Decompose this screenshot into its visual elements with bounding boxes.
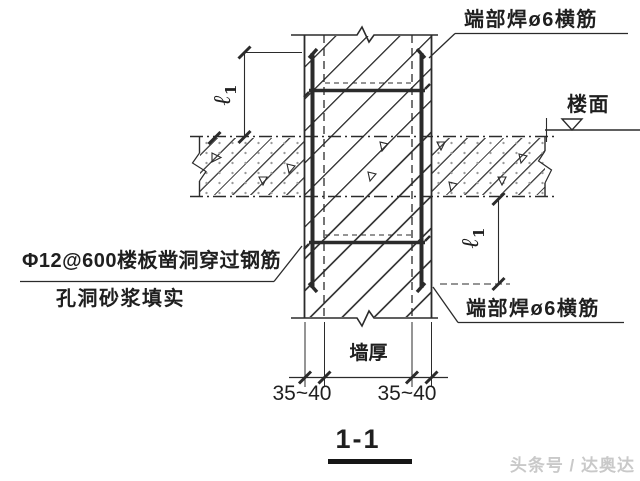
bar-length-label-left: ℓ1: [207, 84, 240, 106]
section-title: 1-1: [335, 424, 381, 454]
vertical-rebar-left: [307, 47, 319, 294]
dimension-l1-right: [440, 191, 510, 292]
floor-level-label: 楼面: [567, 94, 610, 116]
callout-left-line2: 孔洞砂浆填实: [56, 288, 185, 310]
floor-level-symbol: [545, 118, 640, 142]
callout-top-right: 端部焊ø6横筋: [464, 9, 598, 31]
callout-leaders: [20, 32, 628, 324]
tie-bar-top: [303, 82, 431, 98]
floor-slab-hatch-left: [200, 138, 304, 195]
dimension-l1-left: [207, 45, 302, 146]
wall-outline: [291, 25, 438, 328]
tie-bar-bottom: [303, 234, 431, 250]
callout-left-line1: Φ12@600楼板凿洞穿过钢筋: [22, 250, 282, 272]
floor-slab-edges: [190, 135, 558, 198]
bar-length-label-right: ℓ1: [455, 227, 488, 249]
wall-thickness-label: 墙厚: [349, 343, 388, 364]
bottom-dimension-lines: [289, 322, 448, 387]
floor-slab-hatch-right: [432, 138, 545, 195]
layer-thickness-right: 35~40: [377, 382, 437, 405]
layer-thickness-left: 35~40: [272, 382, 332, 405]
callout-bottom-right: 端部焊ø6横筋: [466, 298, 600, 320]
vertical-rebar-right: [415, 47, 427, 294]
watermark: 头条号 / 达奥达: [509, 456, 635, 475]
section-title-underline: [328, 459, 412, 464]
aggregate-triangles: [211, 141, 528, 193]
